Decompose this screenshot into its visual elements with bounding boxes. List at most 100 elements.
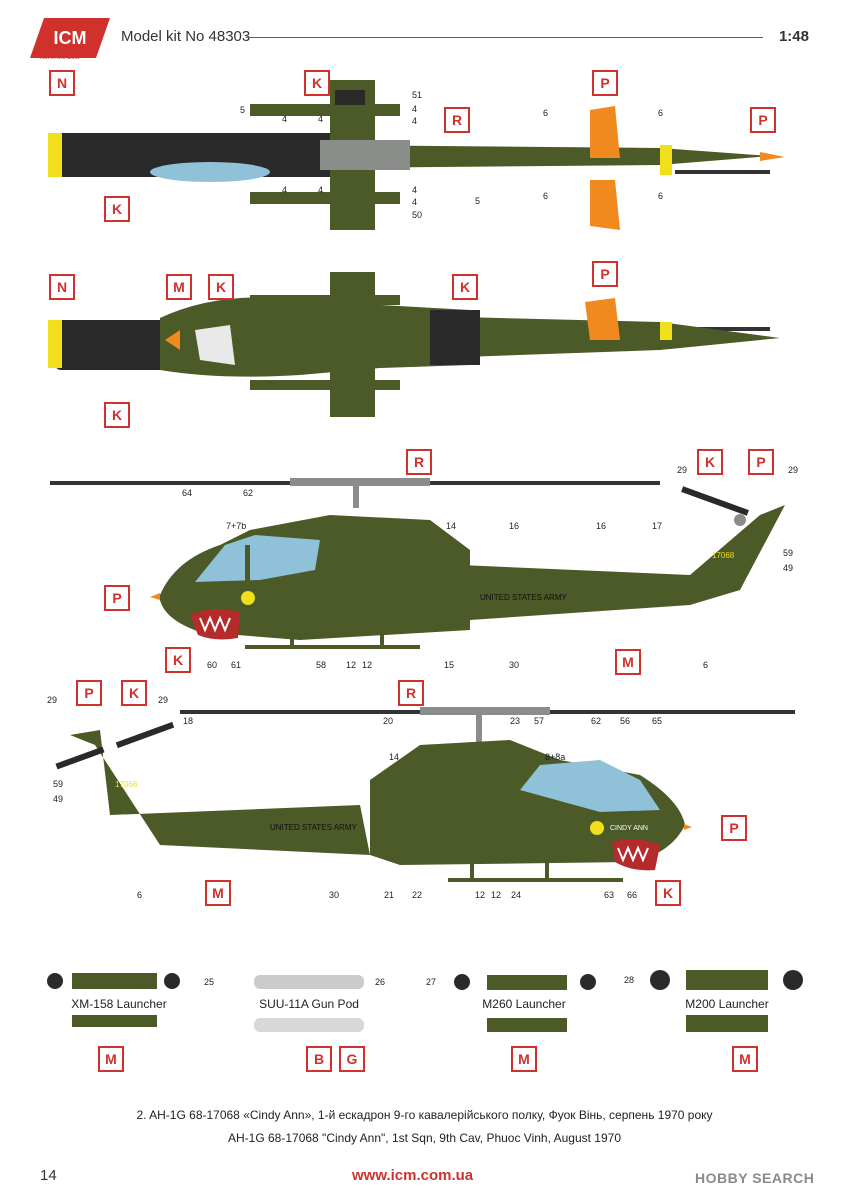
part-number: 6 — [658, 191, 664, 201]
part-number: 6 — [703, 660, 709, 670]
weapon-label: SUU-11A Gun Pod — [259, 997, 359, 1011]
paint-tag-m: M — [732, 1046, 758, 1072]
paint-tag-k: K — [452, 274, 478, 300]
paint-tag-g: G — [339, 1046, 365, 1072]
caption-ukrainian: 2. AH-1G 68-17068 «Cindy Ann», 1-й ескад… — [136, 1108, 713, 1122]
website-link[interactable]: www.icm.com.ua — [352, 1167, 474, 1184]
part-number: 24 — [511, 890, 522, 900]
part-number: 66 — [627, 890, 638, 900]
part-number: 62 — [591, 716, 602, 726]
watermark: HOBBY SEARCH — [695, 1170, 815, 1186]
logo-slogan: Not in the Best — [40, 55, 80, 61]
paint-tag-p: P — [104, 585, 130, 611]
part-number: 4 — [412, 197, 418, 207]
part-number: 6 — [658, 108, 664, 118]
part-number: 65 — [652, 716, 663, 726]
part-number: 17 — [652, 521, 663, 531]
tail-number: 17068 — [712, 551, 735, 560]
part-number: 4 — [282, 114, 288, 124]
kit-title: Model kit No 48303 — [121, 28, 251, 45]
part-number: 6 — [543, 108, 549, 118]
paint-tag-r: R — [444, 107, 470, 133]
caption-english: AH-1G 68-17068 "Cindy Ann", 1st Sqn, 9th… — [228, 1131, 621, 1145]
part-number: 58 — [316, 660, 327, 670]
part-number: 5 — [240, 105, 246, 115]
left-side-view-drawing: UNITED STATES ARMY 17068 CINDY ANN — [55, 707, 795, 882]
part-number: 6 — [137, 890, 143, 900]
part-number: 4 — [318, 185, 324, 195]
part-number: 61 — [231, 660, 242, 670]
part-number: 15 — [444, 660, 455, 670]
tail-number: 17068 — [115, 780, 138, 789]
paint-tag-m: M — [511, 1046, 537, 1072]
fuselage-marking: UNITED STATES ARMY — [270, 823, 357, 832]
part-number: 60 — [207, 660, 218, 670]
part-number: 4 — [412, 185, 418, 195]
part-number: 18 — [183, 716, 194, 726]
part-number: 4 — [412, 104, 418, 114]
part-number: 56 — [620, 716, 631, 726]
part-number: 25 — [204, 977, 215, 987]
part-number: 62 — [243, 488, 254, 498]
part-number: 5 — [475, 196, 481, 206]
paint-tag-k: K — [304, 70, 330, 96]
part-number: 49 — [783, 563, 794, 573]
paint-tag-m: M — [615, 649, 641, 675]
part-number: 29 — [47, 695, 58, 705]
part-number: 27 — [426, 977, 437, 987]
paint-tag-p: P — [750, 107, 776, 133]
weapon-label: M200 Launcher — [685, 997, 769, 1011]
part-number: 12 — [346, 660, 357, 670]
part-number: 7+7b — [226, 521, 247, 531]
part-number: 64 — [182, 488, 193, 498]
part-number: 29 — [677, 465, 688, 475]
paint-tag-k: K — [104, 196, 130, 222]
part-number: 59 — [53, 779, 64, 789]
part-number: 20 — [383, 716, 394, 726]
part-number: 12 — [491, 890, 502, 900]
part-number: 12 — [475, 890, 486, 900]
top-view-drawing — [48, 80, 785, 230]
part-number: 59 — [783, 548, 794, 558]
part-number: 26 — [375, 977, 386, 987]
paint-tag-m: M — [166, 274, 192, 300]
paint-tag-r: R — [398, 680, 424, 706]
part-number: 50 — [412, 210, 423, 220]
paint-tag-k: K — [697, 449, 723, 475]
paint-tag-r: R — [406, 449, 432, 475]
weapon-label: XM-158 Launcher — [71, 997, 167, 1011]
paint-tag-n: N — [49, 70, 75, 96]
part-number: 12 — [362, 660, 373, 670]
part-number: 14 — [389, 752, 400, 762]
part-number: 14 — [446, 521, 457, 531]
paint-tag-p: P — [76, 680, 102, 706]
part-number: 29 — [788, 465, 799, 475]
part-number: 63 — [604, 890, 615, 900]
part-number: 30 — [329, 890, 340, 900]
paint-tag-k: K — [121, 680, 147, 706]
paint-tag-m: M — [205, 880, 231, 906]
part-number: 16 — [596, 521, 607, 531]
paint-tag-k: K — [655, 880, 681, 906]
paint-tag-p: P — [592, 261, 618, 287]
right-side-view-drawing: UNITED STATES ARMY 17068 — [50, 478, 785, 649]
part-number: 22 — [412, 890, 423, 900]
part-number: 23 — [510, 716, 521, 726]
fuselage-marking: UNITED STATES ARMY — [480, 593, 567, 602]
part-number: 8+8a — [545, 752, 566, 762]
part-number: 21 — [384, 890, 395, 900]
paint-tag-k: K — [208, 274, 234, 300]
part-number: 16 — [509, 521, 520, 531]
part-number: 30 — [509, 660, 520, 670]
paint-tag-n: N — [49, 274, 75, 300]
weapon-label: M260 Launcher — [482, 997, 566, 1011]
paint-tag-p: P — [748, 449, 774, 475]
logo-text: ICM — [54, 28, 87, 48]
paint-tag-p: P — [721, 815, 747, 841]
nose-art-name: CINDY ANN — [610, 825, 648, 832]
paint-tag-m: M — [98, 1046, 124, 1072]
part-number: 29 — [158, 695, 169, 705]
part-number: 49 — [53, 794, 64, 804]
part-number: 28 — [624, 975, 635, 985]
weapons-drawings — [47, 970, 803, 1032]
